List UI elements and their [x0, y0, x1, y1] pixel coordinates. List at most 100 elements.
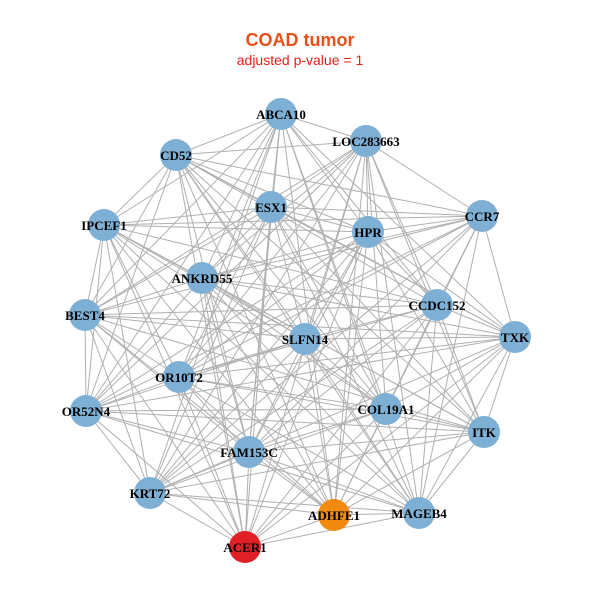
edge-esx1-itk	[270, 206, 485, 433]
edge-hpr-slfn14	[304, 231, 369, 340]
node-itk[interactable]: ITK	[468, 416, 500, 448]
node-hpr[interactable]: HPR	[352, 216, 384, 248]
node-best4[interactable]: BEST4	[65, 299, 105, 331]
edge-cd52-col19a1	[175, 154, 387, 410]
edge-loc283663-ccr7	[365, 140, 483, 217]
edge-cd52-slfn14	[175, 154, 306, 340]
edge-esx1-ankrd55	[201, 206, 272, 279]
edge-slfn14-txk	[304, 336, 516, 340]
edge-itk-mageb4	[418, 431, 485, 514]
node-mageb4[interactable]: MAGEB4	[391, 497, 447, 529]
node-label: SLFN14	[282, 332, 329, 347]
node-circle[interactable]	[466, 200, 498, 232]
node-label: CCR7	[465, 209, 500, 224]
node-circle[interactable]	[265, 98, 297, 130]
node-circle[interactable]	[163, 361, 195, 393]
node-circle[interactable]	[468, 416, 500, 448]
node-circle[interactable]	[421, 289, 453, 321]
edge-hpr-or52n4	[85, 231, 369, 412]
node-circle[interactable]	[289, 323, 321, 355]
edge-ankrd55-itk	[201, 277, 485, 433]
edge-ccr7-krt72	[149, 215, 483, 494]
edge-esx1-fam153c	[248, 206, 272, 453]
edge-ipcef1-krt72	[103, 224, 151, 494]
edge-ankrd55-acer1	[201, 277, 246, 548]
node-circle[interactable]	[352, 216, 384, 248]
edge-slfn14-fam153c	[248, 338, 306, 453]
node-fam153c[interactable]: FAM153C	[220, 436, 278, 468]
node-circle[interactable]	[233, 436, 265, 468]
edge-ccr7-ipcef1	[103, 215, 483, 226]
node-label: KRT72	[130, 486, 171, 501]
edge-loc283663-col19a1	[365, 140, 387, 410]
edge-cd52-best4	[84, 154, 177, 316]
node-label: ADHFE1	[308, 508, 360, 523]
edge-slfn14-or10t2	[178, 338, 306, 378]
node-krt72[interactable]: KRT72	[130, 477, 171, 509]
edge-txk-mageb4	[418, 336, 516, 514]
node-abca10[interactable]: ABCA10	[256, 98, 306, 130]
edge-loc283663-or10t2	[178, 140, 367, 378]
node-label: CD52	[160, 148, 192, 163]
edge-ipcef1-col19a1	[103, 224, 387, 410]
edge-esx1-ccr7	[270, 206, 483, 217]
node-circle[interactable]	[69, 299, 101, 331]
node-txk[interactable]: TXK	[499, 321, 531, 353]
edge-or10t2-itk	[178, 376, 485, 433]
edge-itk-krt72	[149, 431, 485, 494]
node-circle[interactable]	[370, 393, 402, 425]
edge-hpr-ankrd55	[201, 231, 369, 279]
edge-ccr7-best4	[84, 215, 483, 316]
edge-cd52-fam153c	[175, 154, 250, 453]
node-circle[interactable]	[88, 209, 120, 241]
edge-col19a1-adhfe1	[333, 408, 387, 516]
node-circle[interactable]	[255, 191, 287, 223]
edge-hpr-ipcef1	[103, 224, 369, 233]
node-circle[interactable]	[70, 395, 102, 427]
edge-krt72-adhfe1	[149, 492, 335, 516]
edge-ankrd55-adhfe1	[201, 277, 335, 516]
node-adhfe1[interactable]: ADHFE1	[308, 499, 360, 531]
edge-or10t2-or52n4	[85, 376, 180, 412]
edge-ccr7-or52n4	[85, 215, 483, 412]
edge-txk-itk	[483, 336, 516, 433]
edge-ankrd55-best4	[84, 277, 203, 316]
edge-esx1-txk	[270, 206, 516, 338]
node-slfn14[interactable]: SLFN14	[282, 323, 329, 355]
node-col19a1[interactable]: COL19A1	[357, 393, 415, 425]
node-ccr7[interactable]: CCR7	[465, 200, 500, 232]
edge-col19a1-fam153c	[248, 408, 387, 453]
edge-txk-acer1	[244, 336, 516, 548]
node-label: ACER1	[223, 540, 266, 555]
edge-txk-adhfe1	[333, 336, 516, 516]
node-circle[interactable]	[134, 477, 166, 509]
node-cd52[interactable]: CD52	[160, 139, 192, 171]
edge-fam153c-krt72	[149, 451, 250, 494]
node-or10t2[interactable]: OR10T2	[155, 361, 203, 393]
edge-or52n4-itk	[85, 410, 485, 433]
node-circle[interactable]	[229, 531, 261, 563]
edge-ipcef1-ccdc152	[103, 224, 438, 306]
node-circle[interactable]	[186, 262, 218, 294]
edge-esx1-ipcef1	[103, 206, 272, 226]
node-ipcef1[interactable]: IPCEF1	[81, 209, 127, 241]
node-esx1[interactable]: ESX1	[255, 191, 287, 223]
node-circle[interactable]	[499, 321, 531, 353]
edge-ccdc152-best4	[84, 304, 438, 316]
node-circle[interactable]	[403, 497, 435, 529]
node-circle[interactable]	[160, 139, 192, 171]
edge-abca10-mageb4	[280, 113, 420, 514]
node-circle[interactable]	[350, 125, 382, 157]
node-acer1[interactable]: ACER1	[223, 531, 267, 563]
edge-esx1-slfn14	[270, 206, 306, 340]
node-loc283663[interactable]: LOC283663	[332, 125, 400, 157]
edge-itk-adhfe1	[333, 431, 485, 516]
edge-krt72-acer1	[149, 492, 246, 548]
node-or52n4[interactable]: OR52N4	[62, 395, 111, 427]
node-circle[interactable]	[318, 499, 350, 531]
node-ankrd55[interactable]: ANKRD55	[172, 262, 233, 294]
node-label: ITK	[472, 425, 497, 440]
node-label: OR10T2	[155, 370, 203, 385]
edge-or10t2-fam153c	[178, 376, 250, 453]
node-ccdc152[interactable]: CCDC152	[408, 289, 466, 321]
